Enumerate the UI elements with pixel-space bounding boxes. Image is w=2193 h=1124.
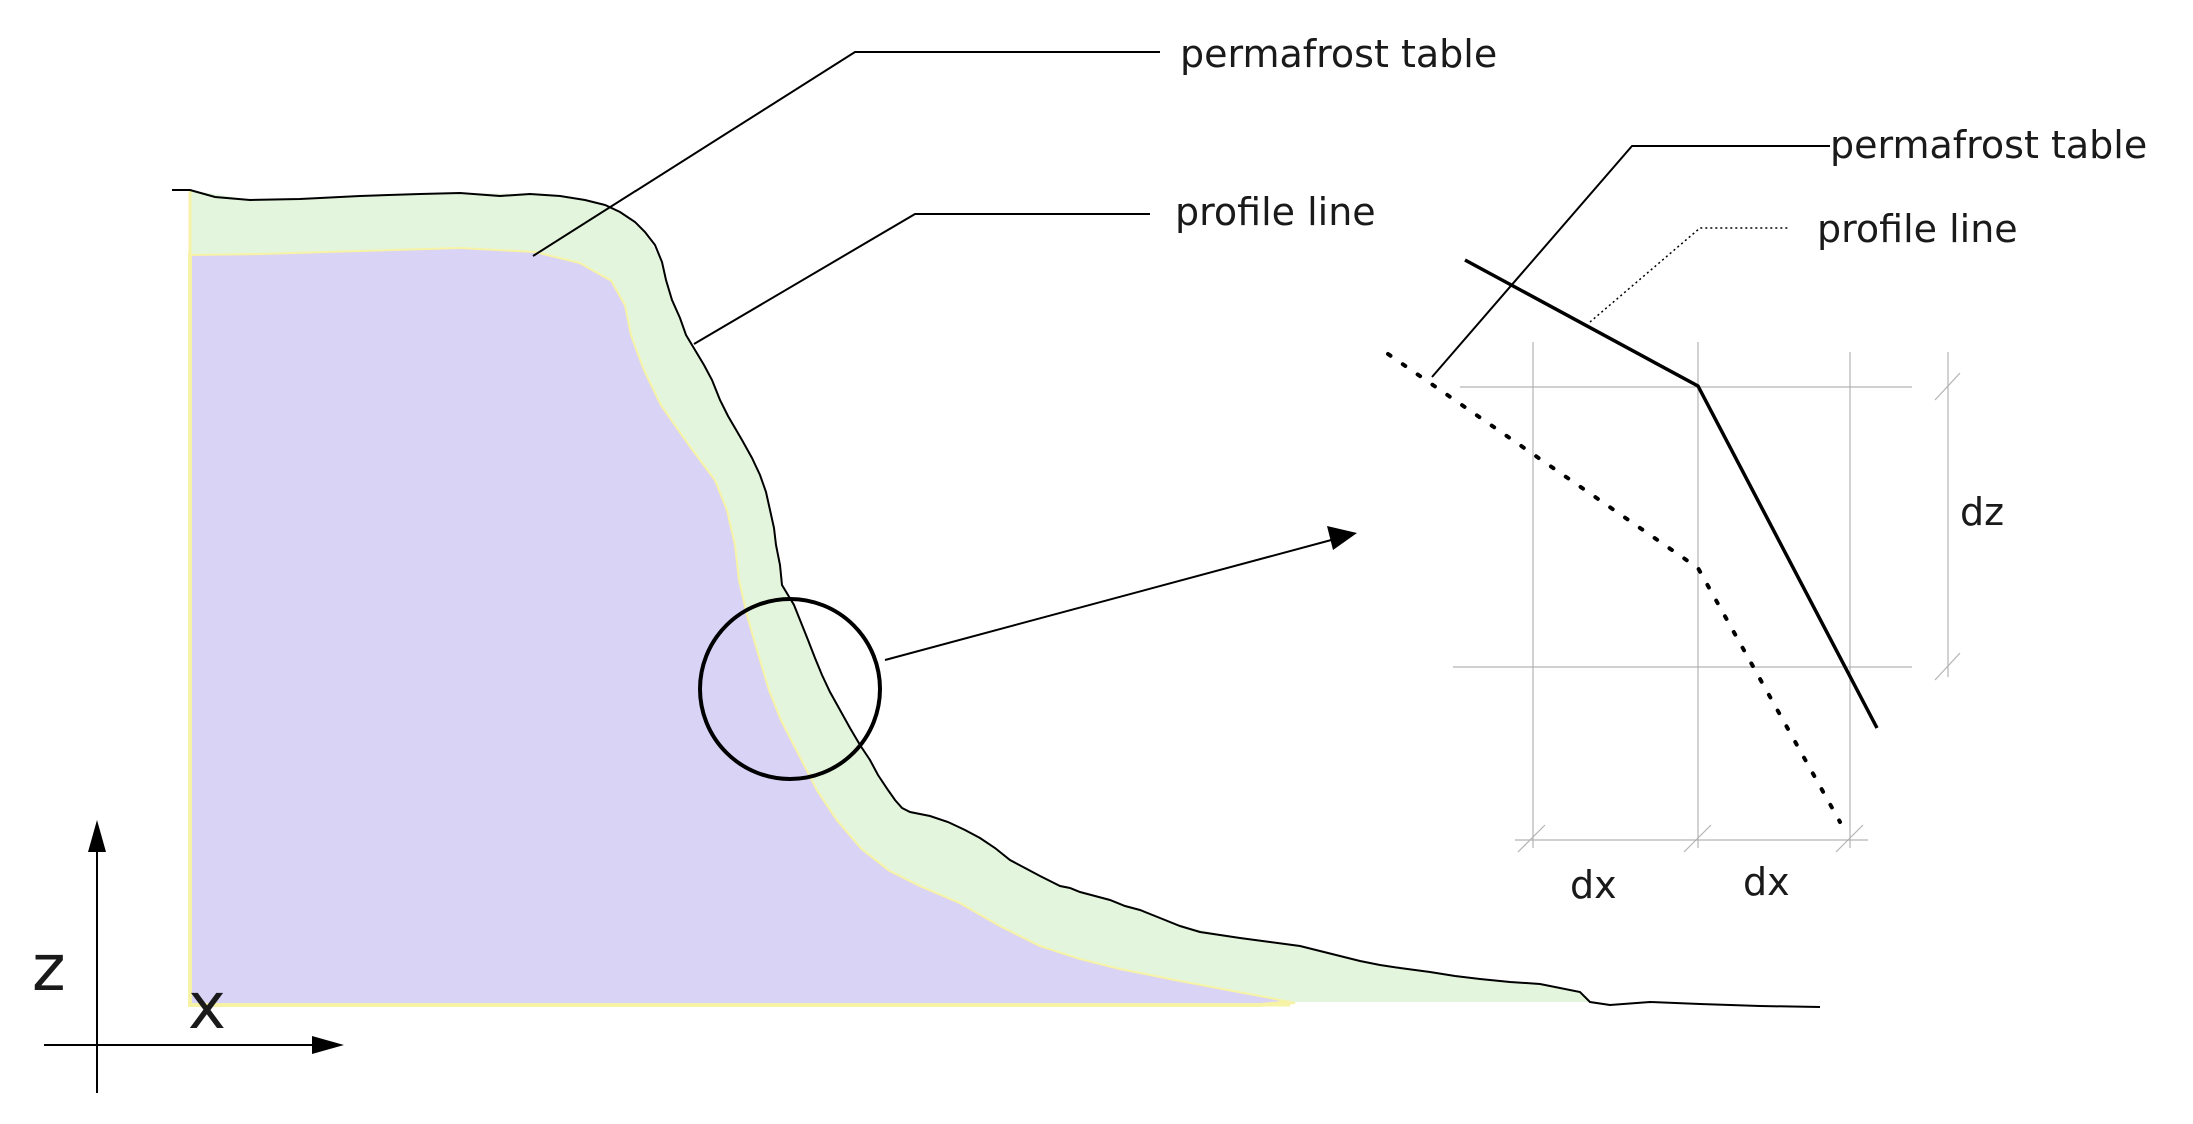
inset-permafrost-table-leader	[1431, 145, 1830, 378]
dx-right-label: dx	[1743, 860, 1790, 904]
zoom-arrow-line	[884, 538, 1336, 661]
main-permafrost-table-label: permafrost table	[1180, 32, 1497, 76]
x-axis-arrowhead	[312, 1036, 344, 1054]
axis-z-label: z	[32, 932, 66, 1006]
inset-profile-line-leader	[1589, 227, 1790, 323]
inset-permafrost-table-label: permafrost table	[1830, 123, 2147, 167]
inset-profile-line	[1386, 352, 1842, 824]
main-profile-line-label: profile line	[1175, 190, 1376, 234]
inset-permafrost-table-line	[1464, 258, 1879, 729]
ground-surface-line	[172, 189, 1821, 1008]
zoom-arrowhead	[1327, 526, 1357, 550]
profile-line-leader	[693, 213, 1150, 345]
dz-label: dz	[1960, 490, 2004, 534]
active-layer-region	[190, 190, 1590, 1002]
dx-left-label: dx	[1570, 863, 1617, 907]
zoom-circle	[698, 597, 882, 781]
inset-profile-line-label: profile line	[1817, 207, 2018, 251]
inset-grid	[1453, 342, 1961, 853]
z-axis-arrowhead	[88, 820, 106, 852]
permafrost-table-leader	[532, 51, 1160, 257]
frozen-ground-region	[188, 244, 1296, 1007]
axis-x-label: x	[188, 970, 226, 1044]
